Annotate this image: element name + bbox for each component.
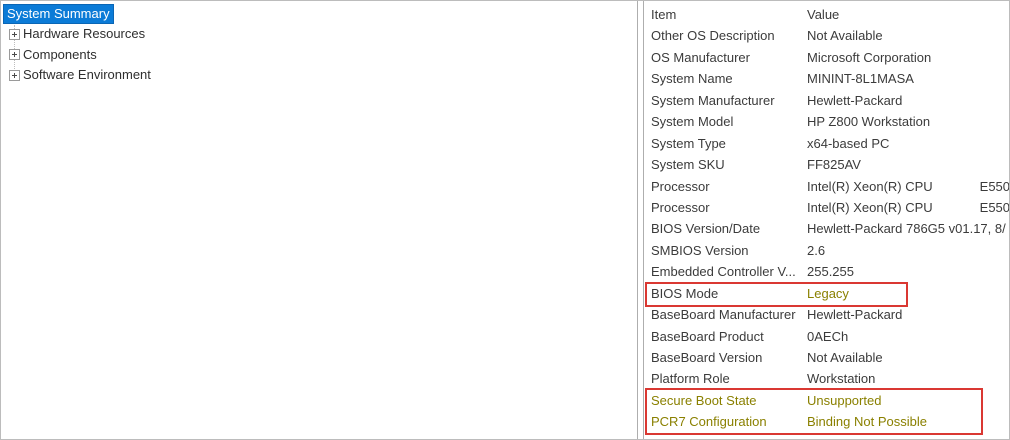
- row-item-cell: System Type: [651, 135, 726, 151]
- row-value-cell: FF825AV: [807, 157, 861, 173]
- row-item-cell: System Model: [651, 114, 734, 130]
- table-row[interactable]: BIOS Version/Date Hewlett-Packard 786G5 v…: [644, 218, 1009, 239]
- table-row[interactable]: BIOS Mode Legacy: [644, 283, 1009, 304]
- tree-item-software-environment[interactable]: Software Environment: [1, 65, 637, 86]
- row-item-cell: Platform Role: [651, 371, 730, 387]
- tree-item-label: Hardware Resources: [23, 26, 146, 41]
- row-value-cell: Unsupported: [807, 392, 882, 408]
- row-item-cell: BaseBoard Version: [651, 350, 763, 365]
- table-row[interactable]: SMBIOS Version 2.6: [644, 240, 1009, 261]
- column-header-value[interactable]: Value: [807, 7, 840, 22]
- table-row[interactable]: BaseBoard Version Not Available: [644, 347, 1009, 368]
- row-value-cell: 255.255: [807, 264, 854, 280]
- row-item-cell: OS Manufacturer: [651, 49, 750, 65]
- category-tree-pane: System Summary Hardware Resources Compon…: [1, 1, 638, 439]
- tree-item-system-summary[interactable]: System Summary: [3, 4, 114, 24]
- row-item-cell: Embedded Controller V...: [651, 264, 796, 280]
- table-row[interactable]: Processor Intel(R) Xeon(R) CPU E5506: [644, 176, 1009, 197]
- row-item-cell: BaseBoard Product: [651, 328, 764, 344]
- row-item-cell: BIOS Version/Date: [651, 221, 761, 237]
- row-item-cell: SMBIOS Version: [651, 242, 749, 258]
- row-value-cell: x64-based PC: [807, 135, 890, 151]
- row-item-cell: System Manufacturer: [651, 92, 775, 108]
- table-row[interactable]: OS Manufacturer Microsoft Corporation: [644, 47, 1009, 68]
- table-row[interactable]: System SKU FF825AV: [644, 154, 1009, 175]
- row-item-cell: Secure Boot State: [651, 392, 757, 408]
- expand-plus-icon[interactable]: [9, 49, 20, 60]
- table-row[interactable]: Other OS Description Not Available: [644, 25, 1009, 46]
- expand-plus-icon[interactable]: [9, 69, 20, 81]
- table-row[interactable]: System Name MININT-8L1MASA: [644, 68, 1009, 89]
- row-value-cell: Microsoft Corporation: [807, 49, 932, 65]
- table-row[interactable]: PCR7 Configuration Binding Not Possible: [644, 411, 1009, 432]
- tree-item-label: Software Environment: [23, 67, 151, 82]
- table-row[interactable]: Processor Intel(R) Xeon(R) CPU E5506: [644, 197, 1009, 218]
- row-item-cell: Processor: [651, 178, 710, 194]
- row-value-cell: MININT-8L1MASA: [807, 71, 914, 87]
- table-row[interactable]: Embedded Controller V... 255.255: [644, 261, 1009, 282]
- row-value-cell: HP Z800 Workstation: [807, 114, 931, 130]
- row-value-cell: Intel(R) Xeon(R) CPU E5506: [807, 178, 1009, 194]
- row-item-cell: PCR7 Configuration: [651, 414, 767, 430]
- row-value-cell: 0AECh: [807, 328, 849, 344]
- expand-plus-icon[interactable]: [9, 28, 20, 40]
- row-value-cell: Binding Not Possible: [807, 414, 927, 430]
- row-item-cell: System Name: [651, 71, 733, 87]
- row-value-cell: Hewlett-Packard 786G5 v01.17, 8/: [807, 221, 1006, 237]
- tree-item-hardware-resources[interactable]: Hardware Resources: [1, 24, 637, 45]
- column-header-item[interactable]: Item: [651, 7, 677, 22]
- row-item-cell: System SKU: [651, 157, 725, 173]
- row-value-cell: Legacy: [807, 285, 849, 301]
- tree-item-components[interactable]: Components: [1, 45, 637, 66]
- row-value-cell: 2.6: [807, 242, 826, 258]
- table-header-row: Item Value: [644, 4, 1009, 25]
- table-row[interactable]: BaseBoard Product 0AECh: [644, 326, 1009, 347]
- table-row[interactable]: BaseBoard Manufacturer Hewlett-Packard: [644, 304, 1009, 325]
- table-row[interactable]: System Type x64-based PC: [644, 133, 1009, 154]
- row-item-cell: BIOS Mode: [651, 285, 719, 301]
- row-value-cell: Not Available: [807, 28, 883, 44]
- row-value-cell: Hewlett-Packard: [807, 307, 903, 323]
- table-row[interactable]: Secure Boot State Unsupported: [644, 390, 1009, 411]
- table-row[interactable]: Platform Role Workstation: [644, 368, 1009, 389]
- row-item-cell: Other OS Description: [651, 28, 775, 44]
- tree-item-label: Components: [23, 46, 97, 62]
- row-value-cell: Intel(R) Xeon(R) CPU E5506: [807, 199, 1009, 215]
- row-item-cell: Processor: [651, 199, 710, 215]
- row-value-cell: Workstation: [807, 371, 876, 387]
- table-row[interactable]: System Manufacturer Hewlett-Packard: [644, 90, 1009, 111]
- row-item-cell: BaseBoard Manufacturer: [651, 307, 796, 323]
- row-value-cell: Hewlett-Packard: [807, 92, 903, 108]
- table-row[interactable]: System Model HP Z800 Workstation: [644, 111, 1009, 132]
- row-value-cell: Not Available: [807, 350, 883, 365]
- category-tree: System Summary Hardware Resources Compon…: [1, 4, 637, 86]
